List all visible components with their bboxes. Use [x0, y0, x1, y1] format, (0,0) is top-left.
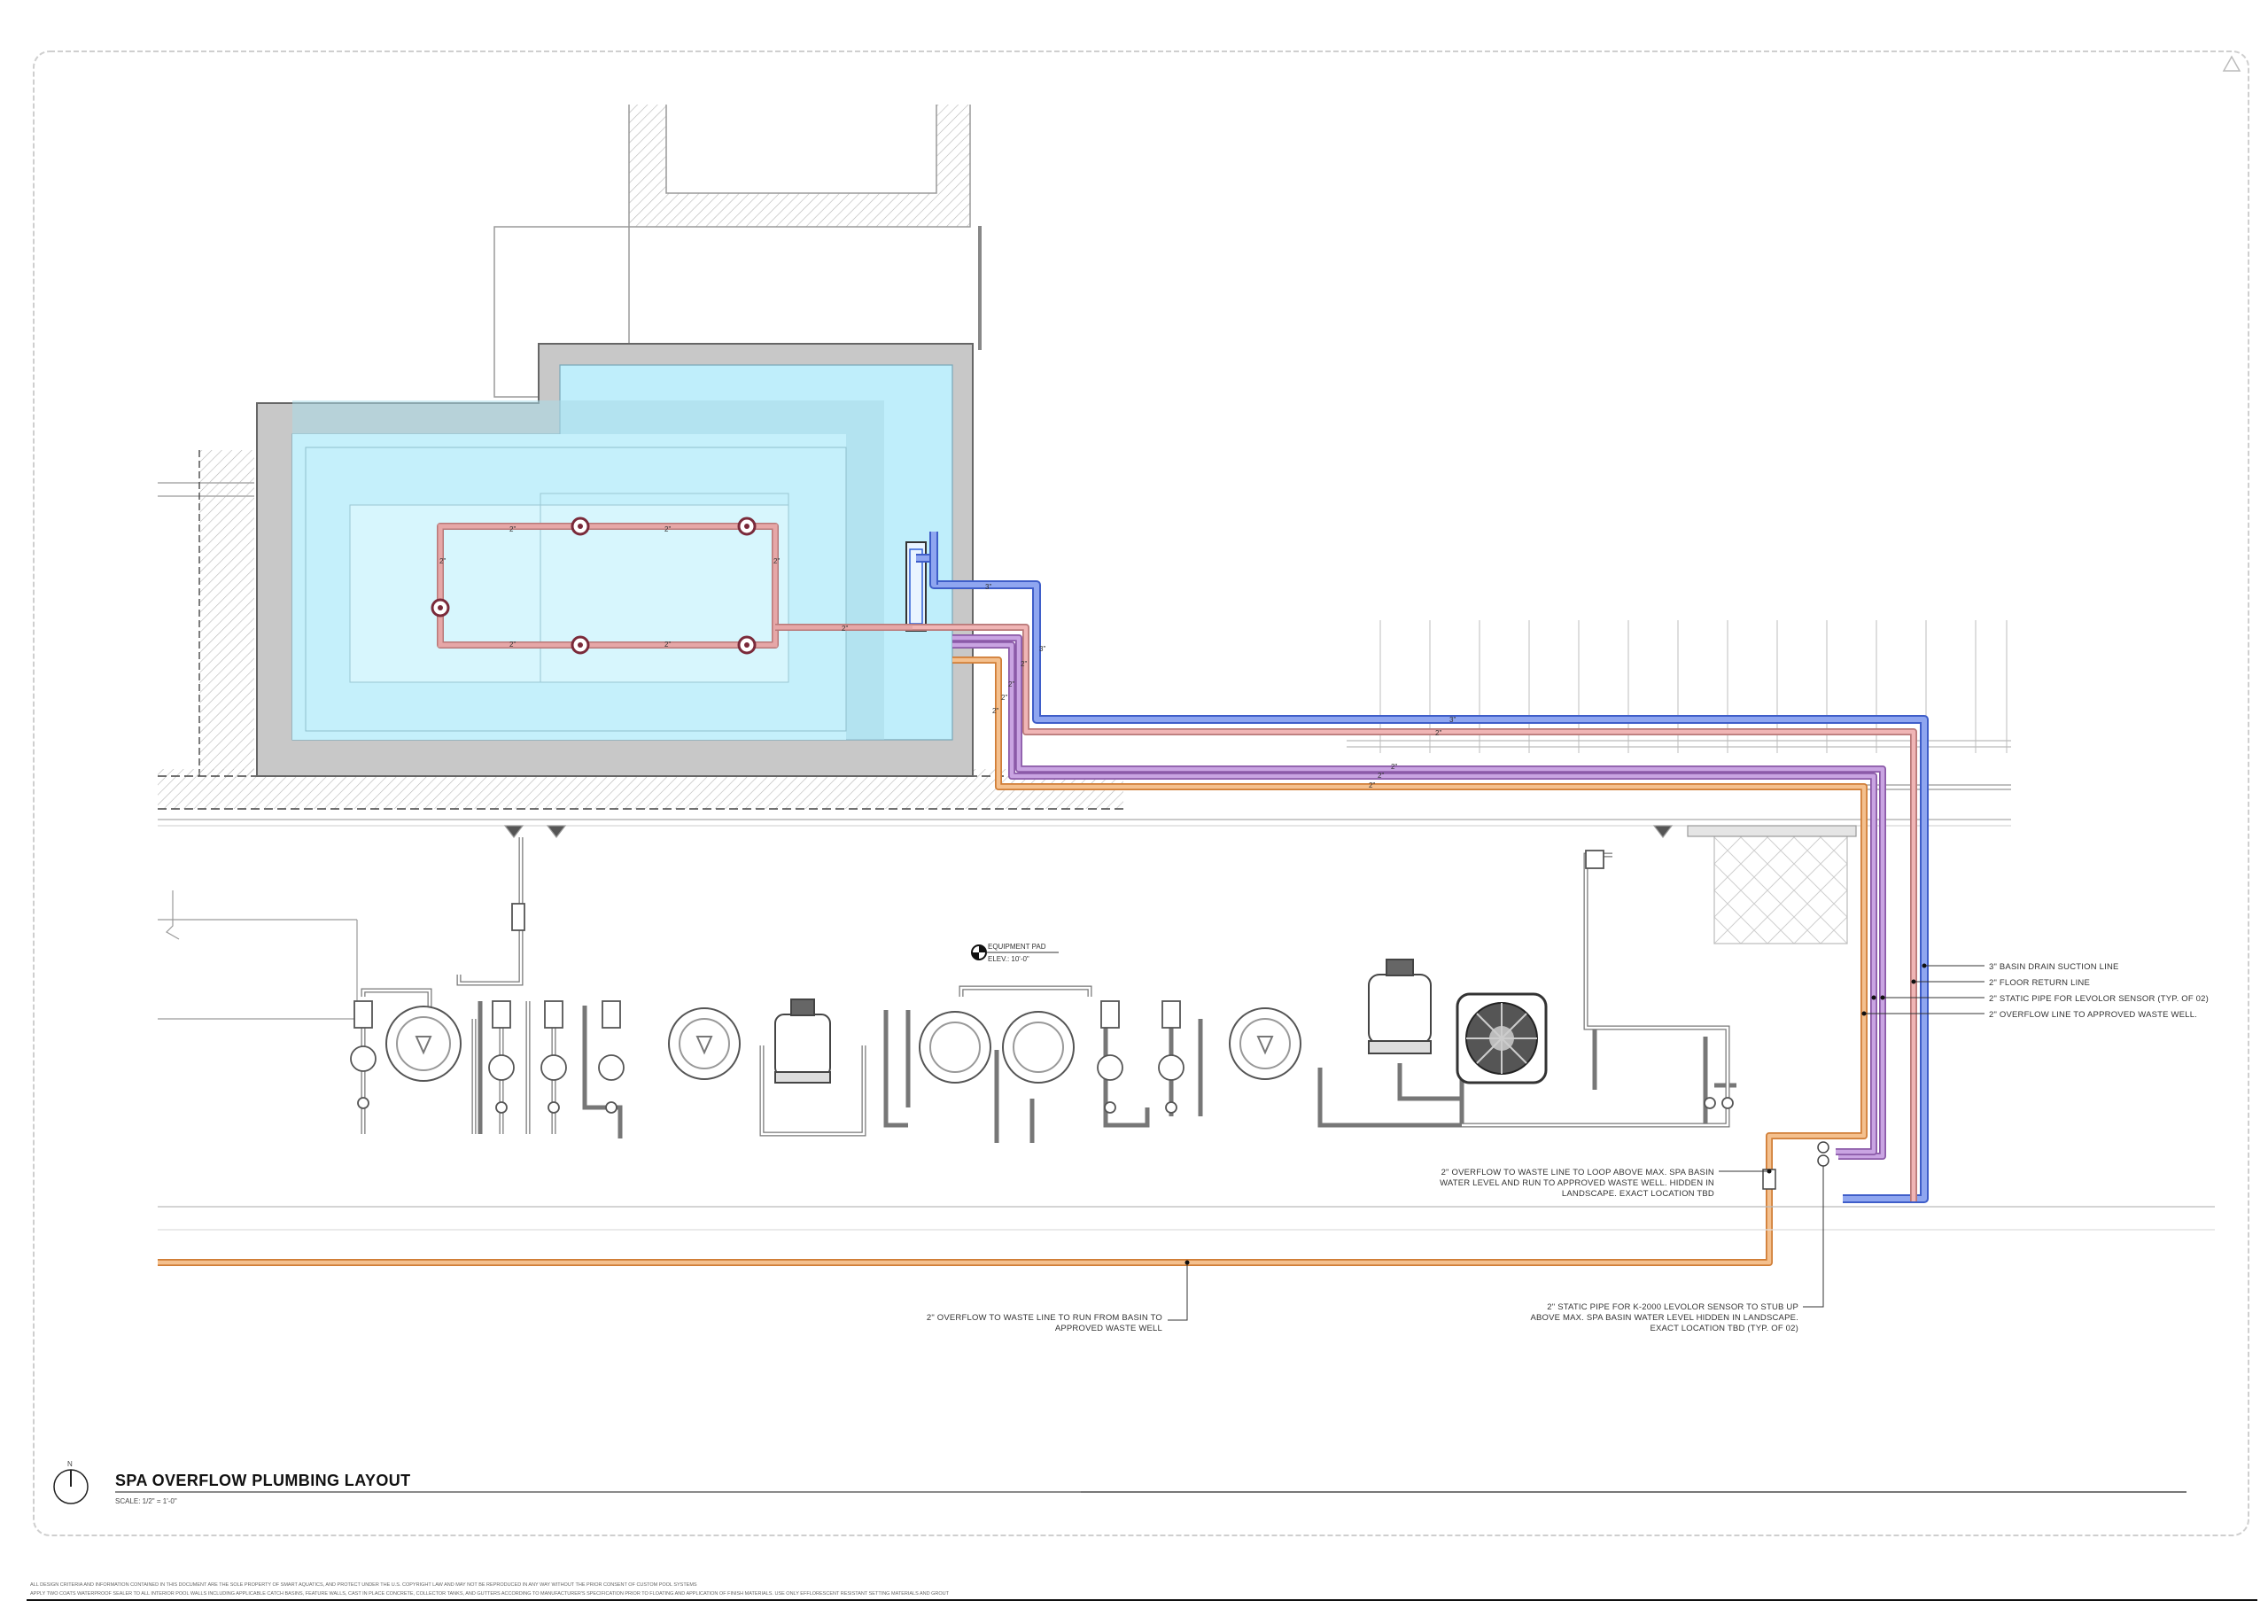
legend-suction-line: 3" BASIN DRAIN SUCTION LINE: [1989, 962, 2119, 972]
svg-text:2": 2": [1435, 729, 1441, 737]
legend-return-line: 2" FLOOR RETURN LINE: [1989, 978, 2090, 988]
pipe-size-labels: 2" 2" 2" 2" 2" 2" 2" 3" 3" 3" 2" 2" 2" 2…: [439, 525, 1456, 789]
svg-text:2": 2": [773, 557, 780, 565]
drawing-title: SPA OVERFLOW PLUMBING LAYOUT: [115, 1472, 411, 1489]
callout-overflow-run: 2" OVERFLOW TO WASTE LINE TO RUN FROM BA…: [927, 1260, 1190, 1333]
equipment-context-lines: [158, 825, 2215, 1231]
svg-text:3": 3": [985, 583, 991, 591]
filter-tanks: [774, 959, 1432, 1084]
svg-text:2": 2": [509, 525, 516, 533]
valve-actuators: [350, 850, 1734, 1114]
overflow-line-2in: [158, 657, 1868, 1266]
equipment-pad-marker: EQUIPMENT PAD ELEV.: 10'-0": [971, 943, 1059, 963]
north-arrow-icon: N: [67, 1460, 73, 1468]
svg-text:2": 2": [1369, 781, 1375, 789]
svg-text:EXACT LOCATION TBD (TYP. OF 02: EXACT LOCATION TBD (TYP. OF 02): [1650, 1324, 1798, 1333]
svg-text:2": 2": [664, 525, 671, 533]
equipment-manifold: [361, 837, 1736, 1143]
legend-dots: [1861, 963, 1927, 1016]
legal-footer: ALL DESIGN CRITERIA AND INFORMATION CONT…: [27, 1582, 2257, 1601]
svg-text:ABOVE MAX. SPA BASIN WATER LEV: ABOVE MAX. SPA BASIN WATER LEVEL HIDDEN …: [1530, 1313, 1798, 1323]
svg-text:2": 2": [1378, 772, 1384, 780]
static-lines-2in: [952, 634, 1886, 1160]
svg-text:WATER LEVEL AND RUN TO APPROVE: WATER LEVEL AND RUN TO APPROVED WASTE WE…: [1440, 1178, 1714, 1188]
equipment-pad-elevation: ELEV.: 10'-0": [988, 955, 1029, 963]
callout-static-pipe: 2" STATIC PIPE FOR K-2000 LEVOLOR SENSOR…: [1530, 1166, 1824, 1333]
svg-text:2": 2": [992, 707, 998, 715]
svg-text:2": 2": [664, 641, 671, 649]
svg-text:2": 2": [1391, 763, 1397, 771]
svg-text:ALL DESIGN CRITERIA AND INFORM: ALL DESIGN CRITERIA AND INFORMATION CONT…: [30, 1582, 697, 1588]
svg-text:2" STATIC PIPE FOR K-2000 LEVO: 2" STATIC PIPE FOR K-2000 LEVOLOR SENSOR…: [1547, 1302, 1798, 1312]
svg-text:APPLY TWO COATS WATERPROOF SEA: APPLY TWO COATS WATERPROOF SEALER TO ALL…: [30, 1591, 950, 1597]
svg-text:2": 2": [439, 557, 446, 565]
title-block: N SPA OVERFLOW PLUMBING LAYOUT SCALE: 1/…: [53, 1460, 2186, 1505]
svg-text:2": 2": [842, 625, 848, 633]
equipment-pad-label: EQUIPMENT PAD: [988, 943, 1046, 951]
svg-text:2": 2": [1021, 660, 1027, 668]
floor-return-jets: [431, 517, 757, 655]
svg-text:2": 2": [509, 641, 516, 649]
legend-static-pipe: 2" STATIC PIPE FOR LEVOLOR SENSOR (TYP. …: [1989, 994, 2209, 1004]
sheet-border: [33, 51, 2249, 1536]
sensor-stub-ups: [1762, 1141, 1829, 1190]
svg-text:3": 3": [1039, 645, 1045, 653]
svg-text:APPROVED WASTE WELL: APPROVED WASTE WELL: [1055, 1324, 1162, 1333]
heat-pump-unit: [1456, 992, 1548, 1084]
drawing-scale: SCALE: 1/2" = 1'-0": [115, 1497, 177, 1505]
callout-overflow-loop: 2" OVERFLOW TO WASTE LINE TO LOOP ABOVE …: [1440, 1168, 1772, 1199]
legend-leaders: [1864, 965, 1984, 1014]
svg-text:3": 3": [1449, 716, 1456, 724]
floor-return-loop: [437, 523, 913, 649]
legend-overflow-line: 2" OVERFLOW LINE TO APPROVED WASTE WELL.: [1989, 1010, 2197, 1020]
svg-text:2" OVERFLOW TO WASTE LINE TO R: 2" OVERFLOW TO WASTE LINE TO RUN FROM BA…: [927, 1313, 1162, 1323]
svg-text:LANDSCAPE. EXACT LOCATION TBD: LANDSCAPE. EXACT LOCATION TBD: [1562, 1189, 1714, 1199]
spa-basin: [256, 343, 974, 777]
svg-text:2": 2": [1001, 694, 1007, 702]
building-context: [158, 105, 982, 778]
pump-equipment: [385, 1006, 1301, 1084]
svg-text:2": 2": [1008, 680, 1014, 688]
revision-triangle-icon: [2222, 55, 2241, 72]
pipe-legend: 3" BASIN DRAIN SUCTION LINE 2" FLOOR RET…: [1989, 962, 2209, 1020]
suction-line-3in: [916, 532, 1929, 1203]
return-line-2in: [913, 624, 1917, 1201]
svg-text:2" OVERFLOW TO WASTE LINE TO L: 2" OVERFLOW TO WASTE LINE TO LOOP ABOVE …: [1441, 1168, 1714, 1177]
